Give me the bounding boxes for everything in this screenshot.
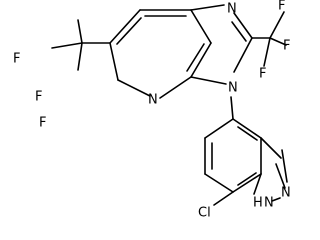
bond bbox=[204, 118, 234, 139]
bond bbox=[237, 172, 257, 186]
bond-layer bbox=[51, 4, 288, 206]
atom-nitrogen: N bbox=[228, 81, 238, 96]
bond bbox=[159, 76, 192, 99]
bond bbox=[190, 9, 212, 44]
bond bbox=[213, 191, 234, 206]
bond bbox=[253, 173, 262, 195]
bond bbox=[190, 76, 227, 85]
bond bbox=[237, 126, 258, 141]
atom-nitrogen: N bbox=[264, 196, 274, 211]
bond bbox=[51, 42, 83, 49]
atom-chlorine: Cl bbox=[198, 206, 211, 221]
bond bbox=[232, 118, 262, 139]
bond bbox=[231, 21, 247, 42]
atom-nitrogen: N bbox=[148, 93, 158, 108]
bond bbox=[204, 173, 234, 193]
bond bbox=[233, 12, 253, 39]
atom-layer: F F F F F F N N N N N H Cl bbox=[13, 0, 291, 221]
atom-hydrogen: H bbox=[253, 196, 263, 211]
bond bbox=[260, 137, 282, 159]
atom-fluorine: F bbox=[35, 90, 42, 105]
atom-fluorine: F bbox=[283, 39, 290, 54]
bond bbox=[281, 149, 288, 183]
atom-fluorine: F bbox=[259, 67, 266, 82]
bond bbox=[116, 17, 142, 45]
bond bbox=[271, 197, 281, 202]
bond bbox=[269, 37, 287, 46]
bond bbox=[190, 4, 225, 11]
molecule-drawing: F F F F F F N N N N N H Cl bbox=[13, 0, 291, 221]
bond bbox=[232, 173, 262, 193]
atom-fluorine: F bbox=[13, 52, 20, 67]
structure-canvas: F F F F F F N N N N N H Cl bbox=[13, 0, 291, 221]
bond bbox=[109, 9, 141, 44]
bond bbox=[269, 11, 285, 39]
atom-nitrogen: N bbox=[281, 186, 291, 201]
atom-nitrogen: N bbox=[227, 2, 237, 17]
bond bbox=[117, 79, 151, 97]
bond bbox=[275, 163, 286, 189]
bond bbox=[77, 42, 83, 71]
bond bbox=[230, 96, 234, 120]
bond bbox=[186, 43, 205, 72]
bond bbox=[263, 37, 271, 67]
bond bbox=[190, 42, 212, 78]
bond bbox=[233, 37, 253, 73]
atom-fluorine: F bbox=[39, 116, 46, 131]
bond bbox=[109, 42, 119, 81]
bond bbox=[77, 19, 83, 44]
atom-fluorine: F bbox=[278, 0, 285, 14]
